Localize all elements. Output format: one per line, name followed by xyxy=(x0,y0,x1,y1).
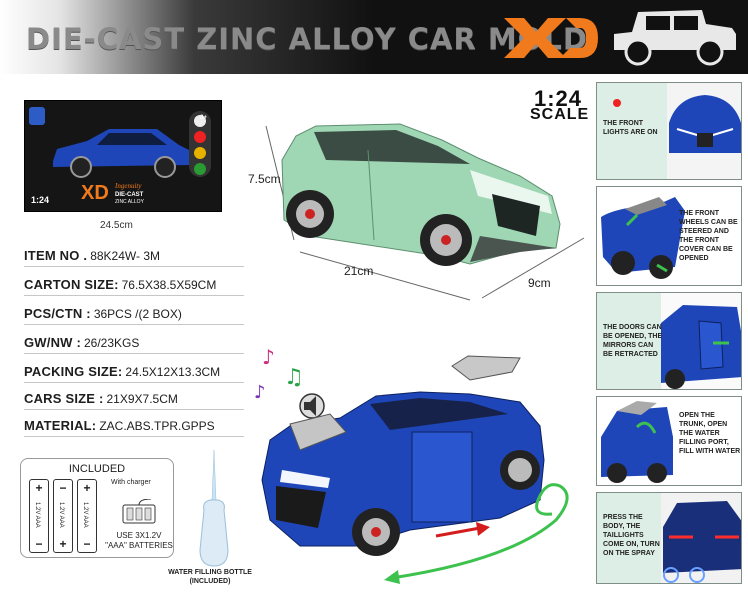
xd-logo xyxy=(504,18,598,58)
trunk-open-image xyxy=(601,401,673,483)
green-arrow-icon xyxy=(384,570,400,584)
feature-panel-front-lights: THE FRONT LIGHTS ARE ON xyxy=(596,82,742,180)
svg-text:Ingenuity: Ingenuity xyxy=(114,182,142,190)
music-notes-icon: ♪ ♫ ♪ xyxy=(254,345,304,403)
svg-text:♫: ♫ xyxy=(284,365,304,390)
feature-panel-taillights: PRESS THE BODY, THE TAILLIGHTS COME ON, … xyxy=(596,492,742,584)
blue-car-image xyxy=(261,355,545,556)
green-swirl-arrow xyxy=(391,483,569,580)
battery-icon: +1.2V AAA− xyxy=(77,479,97,553)
battery-note: USE 3X1.2V "AAA" BATTERIES xyxy=(105,531,173,550)
spec-packing-size: PACKING SIZE:24.5X12X13.3CM xyxy=(24,364,244,383)
scale-label: SCALE xyxy=(530,106,590,123)
light-button-strip xyxy=(189,111,211,177)
packaging-box-image: XD Ingenuity DIE-CAST ZINC ALLOY 3+ 1:24 xyxy=(24,100,222,212)
box-scale: 1:24 xyxy=(31,195,50,205)
svg-text:ZINC ALLOY: ZINC ALLOY xyxy=(115,199,145,205)
taillights-spray-image xyxy=(661,493,741,583)
age-badge: 3+ xyxy=(200,115,207,121)
feature-text: THE FRONT LIGHTS ARE ON xyxy=(603,120,658,136)
svg-text:XD: XD xyxy=(81,182,109,204)
dimension-width: 9cm xyxy=(528,276,551,290)
brand-badge-icon xyxy=(29,107,45,125)
car-illustrations: ♪ ♫ ♪ xyxy=(254,123,585,584)
battery-icon: −1.2V AAA+ xyxy=(53,479,73,553)
charger-label: With charger xyxy=(111,479,151,486)
feature-text: PRESS THE BODY, THE TAILLIGHTS COME ON, … xyxy=(603,514,660,557)
dimension-height: 7.5cm xyxy=(248,172,281,186)
header-banner: DIE-CAST ZINC ALLOY CAR MOLD xyxy=(0,0,748,74)
box-dimension: 24.5cm xyxy=(100,220,133,231)
front-lights-image xyxy=(613,83,741,179)
spec-material: MATERIAL:ZAC.ABS.TPR.GPPS xyxy=(24,418,244,437)
scale-ratio: 1:24 xyxy=(534,86,583,111)
battery-included-box: INCLUDED +1.2V AAA− −1.2V AAA+ +1.2V AAA… xyxy=(20,458,174,558)
svg-text:DIE-CAST: DIE-CAST xyxy=(115,192,144,198)
spec-pcs-ctn: PCS/CTN :36PCS /(2 BOX) xyxy=(24,306,244,325)
doors-open-image xyxy=(661,293,741,389)
front-wheels-image xyxy=(601,197,685,279)
spec-gw-nw: GW/NW :26/23KGS xyxy=(24,335,244,354)
feature-text: THE DOORS CAN BE OPENED, THE MIRRORS CAN… xyxy=(603,324,663,358)
spec-cars-size: CARS SIZE :21X9X7.5CM xyxy=(24,391,244,410)
battery-icon: +1.2V AAA− xyxy=(29,479,49,553)
spec-carton-size: CARTON SIZE:76.5X38.5X59CM xyxy=(24,277,244,296)
jeep-silhouette-icon xyxy=(614,10,736,66)
box-car-image xyxy=(53,129,191,178)
feature-panel-doors: THE DOORS CAN BE OPENED, THE MIRRORS CAN… xyxy=(596,292,742,390)
box-xd-logo: XD Ingenuity DIE-CAST ZINC ALLOY xyxy=(81,182,145,205)
svg-text:♪: ♪ xyxy=(262,345,275,369)
feature-text: OPEN THE TRUNK, OPEN THE WATER FILLING P… xyxy=(679,412,741,455)
speaker-icon xyxy=(299,393,325,419)
header-title: DIE-CAST ZINC ALLOY CAR MOLD xyxy=(26,22,588,56)
mint-car-image xyxy=(281,123,561,266)
svg-text:♪: ♪ xyxy=(254,382,266,403)
water-bottle-image xyxy=(199,450,229,567)
red-arrow-icon xyxy=(476,522,490,536)
bottle-label: WATER FILLING BOTTLE (INCLUDED) xyxy=(168,569,252,585)
feature-panel-front-wheels: THE FRONT WHEELS CAN BE STEERED AND THE … xyxy=(596,186,742,286)
battery-charger-icon xyxy=(122,499,156,524)
battery-title: INCLUDED xyxy=(68,463,126,475)
dimension-length: 21cm xyxy=(344,264,374,278)
spec-item-no: ITEM NO .88K24W- 3M xyxy=(24,248,244,267)
feature-panel-trunk: OPEN THE TRUNK, OPEN THE WATER FILLING P… xyxy=(596,396,742,486)
feature-text: THE FRONT WHEELS CAN BE STEERED AND THE … xyxy=(679,210,738,262)
